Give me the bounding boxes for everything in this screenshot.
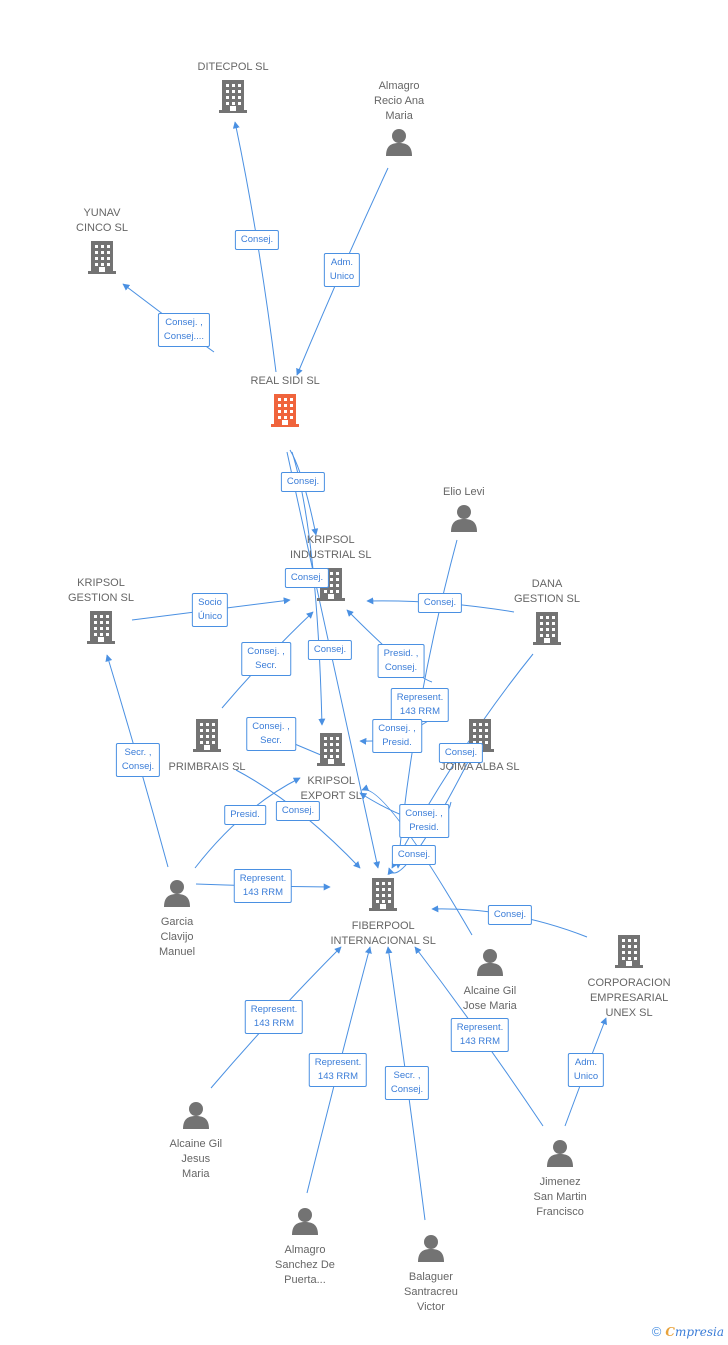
- edge-label-e21[interactable]: Consej.: [487, 905, 533, 925]
- node-label: Balaguer Santracreu Victor: [404, 1271, 458, 1313]
- person-icon: [417, 1235, 444, 1262]
- person-icon: [547, 1140, 574, 1167]
- node-alcaine-jesus[interactable]: Alcaine Gil Jesus Maria: [169, 1101, 223, 1182]
- node-real-sidi[interactable]: REAL SIDI SL: [251, 374, 320, 432]
- building-icon: [87, 241, 116, 274]
- brand-logo: Cmpresia: [665, 1324, 724, 1339]
- node-label: REAL SIDI SL: [250, 375, 320, 387]
- building-icon: [317, 733, 346, 766]
- building-icon: [615, 935, 644, 968]
- edge-label-e17[interactable]: Consej.: [275, 801, 321, 821]
- building-icon: [193, 719, 222, 752]
- node-dana-gestion[interactable]: DANA GESTION SL: [514, 577, 580, 650]
- node-yunav[interactable]: YUNAV CINCO SL: [76, 206, 128, 279]
- node-corporacion[interactable]: CORPORACION EMPRESARIAL UNEX SL: [588, 934, 671, 1021]
- node-label: YUNAV CINCO SL: [76, 207, 128, 234]
- node-alcaine-jose[interactable]: Alcaine Gil Jose Maria: [463, 948, 517, 1014]
- person-icon: [476, 949, 503, 976]
- person-icon: [164, 880, 191, 907]
- node-primbrais[interactable]: PRIMBRAIS SL: [169, 718, 246, 775]
- edge-label-e1[interactable]: Consej.: [234, 230, 280, 250]
- edge-label-e18[interactable]: Consej. , Presid.: [399, 804, 449, 838]
- person-icon: [450, 505, 477, 532]
- node-almagro-sanchez[interactable]: Almagro Sanchez De Puerta...: [275, 1207, 335, 1288]
- node-elio-levi[interactable]: Elio Levi: [443, 485, 485, 537]
- node-label: PRIMBRAIS SL: [168, 761, 246, 773]
- edge-label-e6[interactable]: Socio Único: [191, 593, 229, 627]
- edge-label-e9[interactable]: Consej.: [307, 640, 353, 660]
- node-label: Alcaine Gil Jose Maria: [463, 985, 517, 1012]
- edge-label-e15[interactable]: Secr. , Consej.: [115, 743, 161, 777]
- person-icon: [291, 1208, 318, 1235]
- node-jimenez[interactable]: Jimenez San Martin Francisco: [534, 1139, 587, 1220]
- node-label: KRIPSOL INDUSTRIAL SL: [290, 534, 372, 561]
- edge-label-e20[interactable]: Represent. 143 RRM: [233, 869, 293, 903]
- node-joima-alba[interactable]: JOIMA ALBA SL: [440, 718, 520, 775]
- edge-label-e23[interactable]: Represent. 143 RRM: [308, 1053, 368, 1087]
- node-label: KRIPSOL EXPORT SL: [300, 775, 362, 802]
- node-ditecpol[interactable]: DITECPOL SL: [198, 60, 269, 118]
- edge-label-e13[interactable]: Consej. , Presid.: [372, 719, 422, 753]
- node-garcia-clavijo[interactable]: Garcia Clavijo Manuel: [159, 879, 195, 960]
- node-almagro-recio[interactable]: Almagro Recio Ana Maria: [374, 79, 424, 161]
- node-label: Elio Levi: [443, 486, 485, 498]
- node-label: Jimenez San Martin Francisco: [533, 1176, 587, 1218]
- node-balaguer[interactable]: Balaguer Santracreu Victor: [404, 1234, 458, 1315]
- edge-label-e5[interactable]: Consej.: [284, 568, 330, 588]
- edge-label-e7[interactable]: Consej.: [417, 593, 463, 613]
- edge-label-e19[interactable]: Consej.: [391, 845, 437, 865]
- node-label: DANA GESTION SL: [514, 578, 581, 605]
- building-icon: [87, 611, 116, 644]
- edge-label-e24[interactable]: Secr. , Consej.: [384, 1066, 430, 1100]
- node-label: CORPORACION EMPRESARIAL UNEX SL: [587, 977, 671, 1019]
- person-icon: [386, 129, 413, 156]
- edge-label-e12[interactable]: Consej. , Secr.: [246, 717, 296, 751]
- edge-label-e4[interactable]: Consej.: [280, 472, 326, 492]
- node-label: Almagro Recio Ana Maria: [374, 80, 425, 122]
- edge-label-e25[interactable]: Represent. 143 RRM: [450, 1018, 510, 1052]
- building-icon: [271, 394, 300, 427]
- node-label: Alcaine Gil Jesus Maria: [169, 1138, 223, 1180]
- node-kripsol-gestion[interactable]: KRIPSOL GESTION SL: [68, 576, 134, 649]
- node-label: Almagro Sanchez De Puerta...: [275, 1244, 335, 1286]
- edge-label-e14[interactable]: Consej.: [438, 743, 484, 763]
- building-icon: [369, 878, 398, 911]
- node-label: DITECPOL SL: [197, 61, 269, 73]
- node-label: FIBERPOOL INTERNACIONAL SL: [330, 920, 436, 947]
- edge-label-e2[interactable]: Adm. Unico: [323, 253, 361, 287]
- node-kripsol-export[interactable]: KRIPSOL EXPORT SL: [301, 732, 362, 804]
- person-icon: [182, 1102, 209, 1129]
- edge-label-e11[interactable]: Represent. 143 RRM: [390, 688, 450, 722]
- building-icon: [219, 80, 248, 113]
- edge-label-e26[interactable]: Adm. Unico: [567, 1053, 605, 1087]
- edge-label-e8[interactable]: Consej. , Secr.: [241, 642, 291, 676]
- node-label: Garcia Clavijo Manuel: [159, 916, 196, 958]
- building-icon: [533, 612, 562, 645]
- edge-label-e16[interactable]: Presid.: [224, 805, 266, 825]
- node-label: KRIPSOL GESTION SL: [68, 577, 135, 604]
- node-fiberpool[interactable]: FIBERPOOL INTERNACIONAL SL: [331, 877, 436, 949]
- edge-line: [289, 449, 319, 536]
- node-label: JOIMA ALBA SL: [440, 761, 520, 773]
- edge-label-e3[interactable]: Consej. , Consej....: [157, 313, 211, 347]
- copyright-symbol: ©: [651, 1324, 662, 1339]
- edge-label-e22[interactable]: Represent. 143 RRM: [244, 1000, 304, 1034]
- edge-label-e10[interactable]: Presid. , Consej.: [377, 644, 425, 678]
- footer-brand[interactable]: © Cmpresia: [652, 1324, 724, 1339]
